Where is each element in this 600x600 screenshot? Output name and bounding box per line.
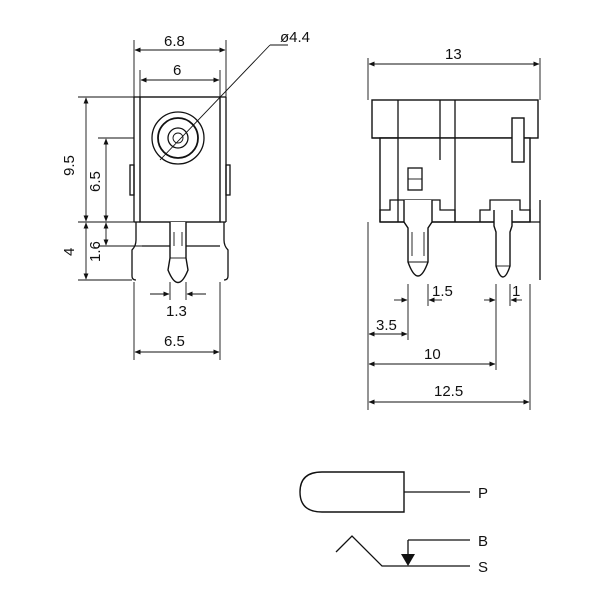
sleeve-contact — [335, 535, 470, 567]
label-p: P — [478, 485, 488, 502]
side-pin-2 — [493, 210, 513, 278]
dim-outer-width: 6.8 — [164, 33, 185, 50]
dim-height-total: 9.5 — [61, 155, 78, 176]
side-pin-1 — [403, 200, 433, 277]
dim-height-inner: 6.5 — [87, 171, 104, 192]
switch-arrow-icon — [401, 554, 415, 566]
dim-pin-small: 1 — [512, 283, 520, 300]
dim-pin-offset: 1.6 — [87, 241, 104, 262]
plug-symbol — [299, 471, 405, 513]
dim-pin-width: 1.3 — [166, 303, 187, 320]
front-left-leg — [131, 222, 137, 281]
dim-pin-span: 6.5 — [164, 333, 185, 350]
socket-outer-ring — [151, 111, 205, 165]
dim-pin-pitch: 10 — [424, 346, 441, 363]
dim-body-length: 12.5 — [434, 383, 463, 400]
socket-ring — [157, 117, 199, 159]
front-body — [139, 96, 221, 223]
front-view: ø4.4 6.8 6 9.5 6.5 4 1.6 — [61, 29, 310, 360]
dim-inner-width: 6 — [173, 62, 181, 79]
dim-pin-gap: 1.5 — [432, 283, 453, 300]
schematic-symbol: P B S — [299, 471, 488, 576]
dim-total-length: 13 — [445, 46, 462, 63]
label-b: B — [478, 533, 488, 550]
socket-hole — [167, 127, 189, 149]
dim-pin-length: 4 — [61, 248, 78, 256]
front-rib — [129, 164, 135, 196]
diameter-leader — [159, 44, 271, 161]
dim-diameter: ø4.4 — [280, 29, 310, 46]
front-right-leg — [223, 222, 229, 281]
dim-first-pin: 3.5 — [376, 317, 397, 334]
front-center-pin — [167, 222, 189, 284]
label-s: S — [478, 559, 488, 576]
side-view: 13 1.5 1 3.5 10 12.5 — [367, 46, 541, 410]
side-latch — [511, 117, 525, 163]
